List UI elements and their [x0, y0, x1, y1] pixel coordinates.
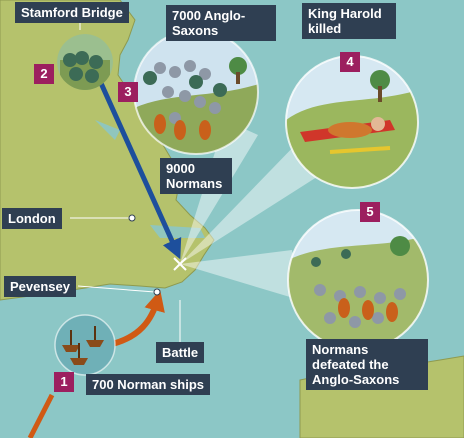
- event-1-caption: 700 Norman ships: [86, 374, 210, 395]
- battle-cross-icon: [173, 257, 187, 271]
- normans-victory-scene: [288, 210, 428, 350]
- event-4-caption: King Harold killed: [302, 3, 396, 39]
- event-5-caption: Normans defeated the Anglo-Saxons: [306, 339, 428, 390]
- stamford-bridge-label: Stamford Bridge: [15, 2, 129, 23]
- event-4-number: 4: [340, 52, 360, 72]
- london-label: London: [2, 208, 62, 229]
- event-3-number: 3: [118, 82, 138, 102]
- event-1-number: 1: [54, 372, 74, 392]
- harold-march-arrow: [93, 70, 182, 260]
- pevensey-label: Pevensey: [4, 276, 76, 297]
- pevensey-dot: [153, 288, 161, 296]
- stamford-bridge-scene: [57, 34, 113, 90]
- king-harold-scene: [286, 56, 418, 188]
- norman-landing-arrow: [107, 289, 165, 348]
- battle-label: Battle: [156, 342, 205, 363]
- event-3-secondary-caption: 9000 Normans: [160, 158, 232, 194]
- event-2-number: 2: [34, 64, 54, 84]
- wash-inlet: [95, 120, 120, 140]
- beam-4: [180, 140, 320, 264]
- ships-scene: [55, 315, 115, 375]
- norman-invasion-arrow-lower: [27, 393, 55, 438]
- event-5-number: 5: [360, 202, 380, 222]
- london-dot: [128, 214, 136, 222]
- beam-5: [180, 250, 300, 300]
- event-3-caption: 7000 Anglo-Saxons: [166, 5, 276, 41]
